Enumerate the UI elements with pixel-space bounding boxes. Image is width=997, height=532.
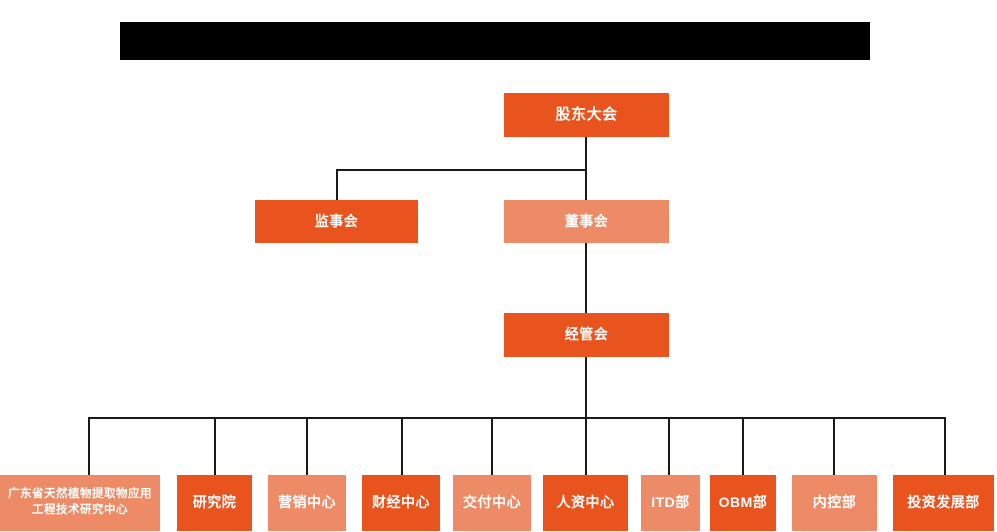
node-dept-finance-center[interactable]: 财经中心 bbox=[362, 475, 440, 531]
redacted-title-bar bbox=[120, 22, 870, 60]
connector-drop-dept-10 bbox=[944, 417, 946, 475]
connector-drop-dept-8 bbox=[742, 417, 744, 475]
node-dept-marketing-center[interactable]: 营销中心 bbox=[268, 475, 346, 531]
node-management-committee[interactable]: 经管会 bbox=[504, 313, 669, 357]
node-supervisory-board[interactable]: 监事会 bbox=[255, 200, 418, 243]
node-dept-investment-development[interactable]: 投资发展部 bbox=[893, 475, 994, 531]
node-dept-delivery-center[interactable]: 交付中心 bbox=[453, 475, 531, 531]
connector-department-bus bbox=[88, 417, 946, 419]
connector-management-trunk bbox=[585, 357, 587, 418]
node-dept-internal-control[interactable]: 内控部 bbox=[792, 475, 877, 531]
node-dept-research-institute[interactable]: 研究院 bbox=[177, 475, 252, 531]
connector-drop-dept-5 bbox=[491, 417, 493, 475]
connector-level1-trunk bbox=[585, 137, 587, 170]
connector-drop-dept-9 bbox=[833, 417, 835, 475]
connector-drop-board-of-directors bbox=[585, 169, 587, 201]
node-dept-hr-center[interactable]: 人资中心 bbox=[543, 475, 628, 531]
node-shareholders-meeting[interactable]: 股东大会 bbox=[504, 93, 669, 137]
connector-drop-dept-2 bbox=[214, 417, 216, 475]
connector-drop-dept-6 bbox=[585, 417, 587, 475]
connector-drop-dept-3 bbox=[306, 417, 308, 475]
node-board-of-directors[interactable]: 董事会 bbox=[504, 200, 669, 243]
connector-drop-dept-4 bbox=[401, 417, 403, 475]
connector-board-to-management bbox=[585, 243, 587, 313]
node-dept-itd[interactable]: ITD部 bbox=[641, 475, 700, 531]
connector-drop-supervisory-board bbox=[336, 169, 338, 201]
node-dept-obm[interactable]: OBM部 bbox=[710, 475, 776, 531]
connector-drop-dept-1 bbox=[88, 417, 90, 475]
connector-drop-dept-7 bbox=[668, 417, 670, 475]
connector-level2-bus bbox=[336, 169, 587, 171]
node-dept-guangdong-research-center[interactable]: 广东省天然植物提取物应用工程技术研究中心 bbox=[0, 475, 160, 531]
